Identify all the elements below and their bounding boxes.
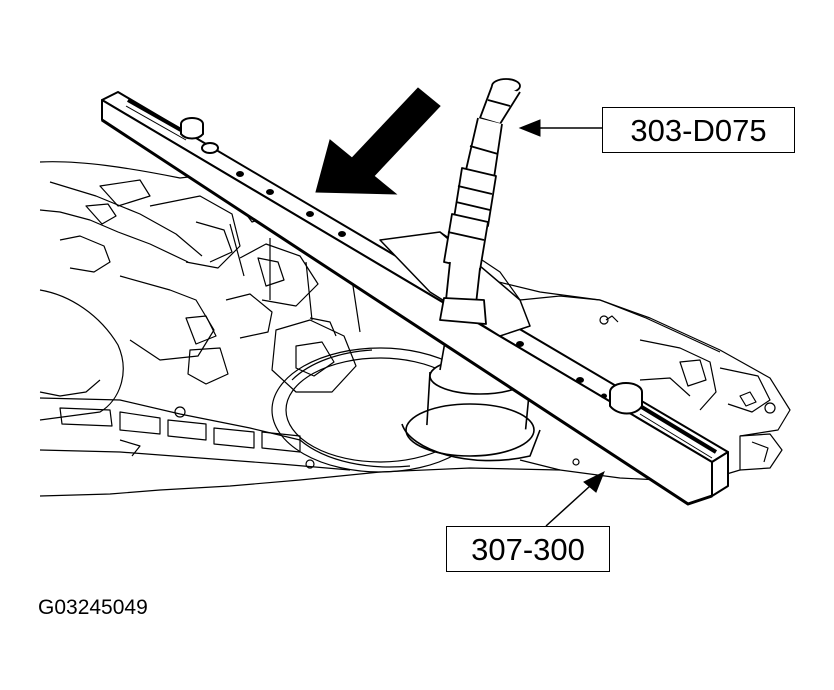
tool-rail-307-300 — [101, 91, 729, 506]
callout-text-307-300: 307-300 — [471, 531, 585, 567]
transmission-case — [39, 161, 791, 497]
callout-text-303-D075: 303-D075 — [630, 112, 767, 148]
callout-label-307-300: 307-300 — [446, 526, 610, 572]
direction-arrow — [315, 87, 441, 195]
tool-303-D075 — [439, 78, 521, 325]
figure-id: G03245049 — [38, 596, 148, 619]
callout-label-303-D075: 303-D075 — [602, 107, 795, 153]
callout-leaders — [518, 119, 605, 527]
